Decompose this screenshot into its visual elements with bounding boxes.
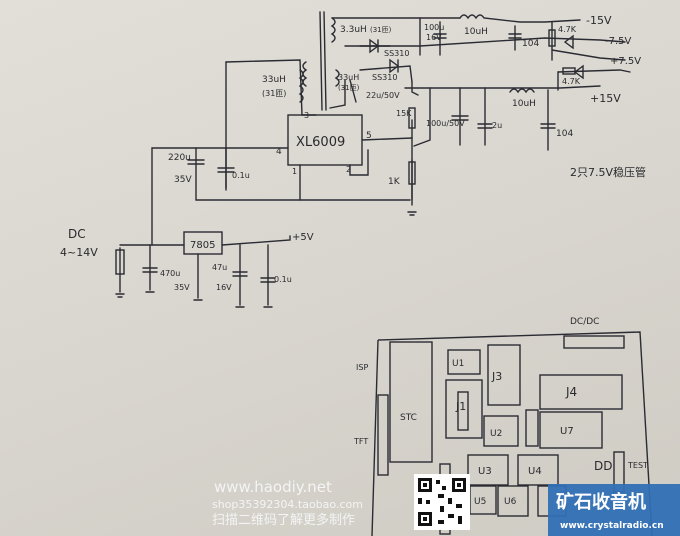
- schematic-wiring: [115, 11, 631, 308]
- watermark-scan-text: 扫描二维码了解更多制作: [212, 512, 355, 528]
- label-pin3: 3: [304, 111, 309, 120]
- schematic-labels: 3.3uH (31匝) 100u 16V 10uH 104 4.7K -15V …: [60, 14, 646, 292]
- label-coil-mid-note: (31匝): [338, 84, 360, 92]
- board-label-dd: DD: [594, 459, 612, 473]
- label-cap-470u-volt: 35V: [174, 283, 190, 292]
- label-dc-input: DC: [68, 227, 86, 241]
- label-coil-top: 3.3uH: [340, 25, 367, 35]
- label-cap-104-top: 104: [522, 39, 539, 49]
- label-cap-220u: 220u: [168, 153, 191, 163]
- label-res-15k: 15K: [396, 109, 412, 118]
- label-res-47k-mid: 4.7K: [562, 77, 581, 86]
- label-cap-470u: 470u: [160, 269, 180, 278]
- label-ic-pin5: 5: [366, 131, 372, 141]
- board-label-tft: TFT: [353, 437, 368, 446]
- label-dc-range: 4~14V: [60, 246, 98, 259]
- label-out-plus75: +7.5V: [610, 56, 641, 67]
- label-reg-7805: 7805: [190, 240, 215, 251]
- label-ic-pin4: 4: [276, 147, 282, 157]
- watermark-shop: shop35392304.taobao.com: [212, 498, 363, 511]
- label-cap-01u-reg: 0.1u: [274, 275, 292, 284]
- label-inductor-10uh-top: 10uH: [464, 27, 488, 37]
- label-cap-220u-volt: 35V: [174, 175, 192, 185]
- board-label-u5: U5: [474, 497, 486, 507]
- label-out-minus75: -7.5V: [605, 36, 632, 47]
- board-label-stc: STC: [400, 413, 417, 423]
- board-label-u3: U3: [478, 466, 492, 477]
- board-label-u2: U2: [490, 429, 502, 439]
- logo-text: 矿石收音机: [556, 491, 646, 513]
- label-cap-01u-input: 0.1u: [232, 171, 250, 180]
- label-inductor-10uh-mid: 10uH: [512, 99, 536, 109]
- label-cap-100u-50v: 100u/50V: [426, 119, 465, 128]
- label-out-plus15: +15V: [590, 92, 621, 105]
- label-diode-ss310-mid: SS310: [372, 73, 397, 82]
- label-zener-note: 2只7.5V稳压管: [570, 165, 646, 179]
- board-labels: DC/DC ISP STC TFT TEST U1 J3 J1 J4 U2 U7…: [353, 317, 648, 507]
- watermark-url: www.haodiy.net: [214, 478, 332, 496]
- logo-url: www.crystalradio.cn: [560, 521, 664, 531]
- label-res-1k: 1K: [388, 177, 401, 187]
- label-cap-22u: 22u/50V: [366, 91, 400, 100]
- board-label-dcdc: DC/DC: [570, 317, 599, 327]
- label-coil-left: 33uH: [262, 75, 286, 85]
- logo-background: [548, 484, 680, 536]
- label-res-47k-top: 4.7K: [558, 25, 577, 34]
- label-cap-100u: 100u: [424, 23, 444, 32]
- board-label-u7: U7: [560, 426, 574, 437]
- board-label-u1: U1: [452, 359, 464, 369]
- label-out-plus5: +5V: [292, 232, 314, 243]
- label-cap-2u: 2u: [492, 121, 502, 130]
- board-label-j1: J1: [455, 400, 466, 413]
- label-ic-xl6009: XL6009: [296, 135, 345, 150]
- label-ic-pin2: 2: [346, 165, 351, 174]
- label-cap-47u: 47u: [212, 263, 227, 272]
- board-label-j4: J4: [565, 385, 577, 399]
- board-label-u6: U6: [504, 497, 517, 507]
- label-coil-mid: 33uH: [338, 73, 359, 82]
- board-label-test: TEST: [627, 461, 648, 470]
- label-cap-47u-volt: 16V: [216, 283, 232, 292]
- label-cap-104-mid: 104: [556, 129, 573, 139]
- label-diode-ss310-top: SS310: [384, 49, 409, 58]
- label-ic-pin1: 1: [292, 167, 297, 176]
- watermark: www.haodiy.net shop35392304.taobao.com 扫…: [212, 474, 680, 536]
- board-label-isp: ISP: [356, 363, 368, 372]
- board-layout: [371, 331, 653, 536]
- board-label-u4: U4: [528, 466, 542, 477]
- board-label-j3: J3: [491, 370, 502, 383]
- label-cap-16v: 16V: [426, 33, 442, 42]
- label-coil-top-note: (31匝): [370, 26, 392, 34]
- label-out-minus15: -15V: [586, 14, 612, 27]
- label-coil-left-note: (31匝): [262, 89, 286, 98]
- qr-code-pattern: [418, 478, 466, 526]
